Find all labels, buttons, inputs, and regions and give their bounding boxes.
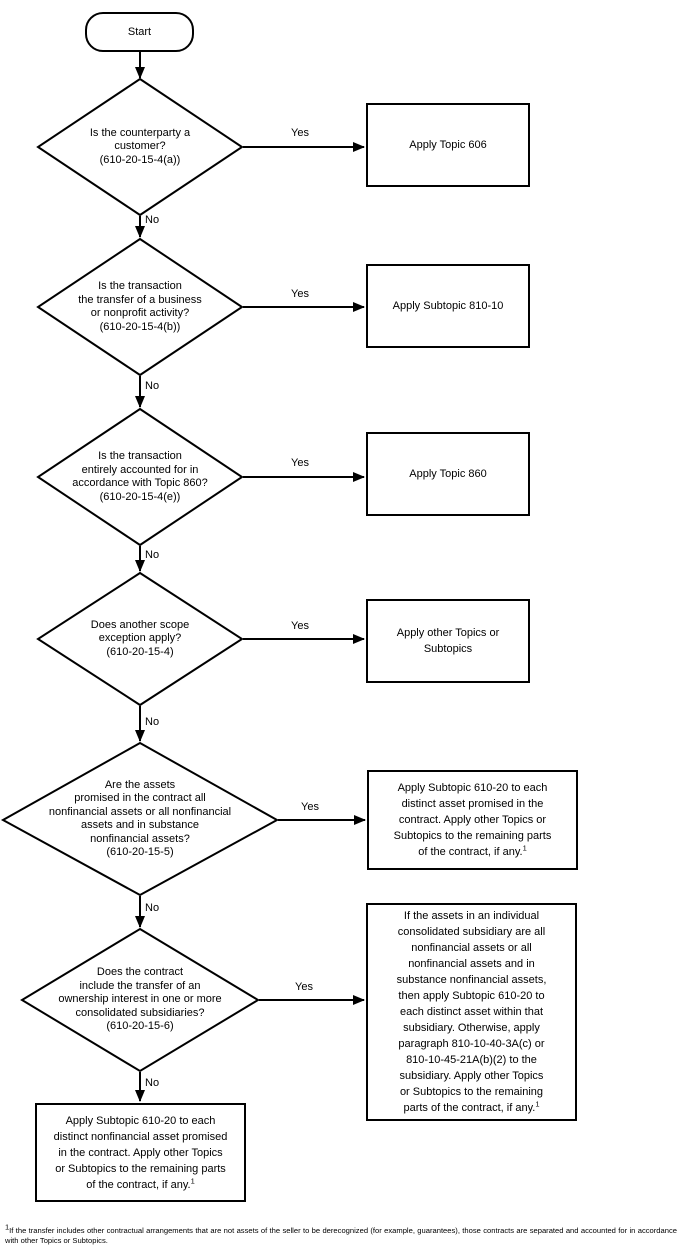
yes-label-6: Yes (295, 981, 313, 993)
decision-5-diamond (0, 741, 280, 897)
decision-6-diamond (20, 927, 260, 1073)
decision-4-diamond (36, 571, 244, 707)
outcome-7-footnote-ref: 1 (190, 1175, 195, 1185)
outcome-6-box: If the assets in an individual consolida… (366, 903, 577, 1121)
decision-3-diamond (36, 407, 244, 547)
outcome-5-footnote-ref: 1 (522, 843, 527, 853)
outcome-2-box: Apply Subtopic 810-10 (366, 264, 530, 348)
no-label-5: No (145, 902, 160, 914)
outcome-5-content: Apply Subtopic 610-20 to each distinct a… (394, 780, 552, 860)
outcome-4-text: Apply other Topics or Subtopics (396, 627, 500, 655)
outcome-6-text: If the assets in an individual consolida… (396, 910, 547, 1114)
yes-label-3: Yes (291, 457, 309, 469)
footnote: 1If the transfer includes other contract… (5, 1223, 677, 1246)
yes-label-2: Yes (291, 288, 309, 300)
no-label-2: No (145, 380, 160, 392)
no-label-6: No (145, 1077, 160, 1089)
decision-2-diamond (36, 237, 244, 377)
outcome-6-footnote-ref: 1 (535, 1099, 540, 1109)
outcome-4-box: Apply other Topics or Subtopics (366, 599, 530, 683)
outcome-1-box: Apply Topic 606 (366, 103, 530, 187)
decision-1-diamond (36, 77, 244, 217)
outcome-7-text: Apply Subtopic 610-20 to each distinct n… (53, 1114, 228, 1191)
no-label-3: No (145, 549, 160, 561)
start-terminator: Start (85, 12, 194, 52)
outcome-2-text: Apply Subtopic 810-10 (392, 300, 504, 312)
outcome-3-box: Apply Topic 860 (366, 432, 530, 516)
outcome-7-content: Apply Subtopic 610-20 to each distinct n… (54, 1113, 228, 1193)
no-label-4: No (145, 716, 160, 728)
outcome-1-text: Apply Topic 606 (409, 139, 487, 151)
yes-label-5: Yes (301, 801, 319, 813)
outcome-5-box: Apply Subtopic 610-20 to each distinct a… (367, 770, 578, 870)
footnote-ref: 1 (5, 1222, 10, 1232)
outcome-6-content: If the assets in an individual consolida… (397, 908, 547, 1116)
outcome-5-text: Apply Subtopic 610-20 to each distinct a… (393, 782, 552, 858)
start-label: Start (127, 26, 152, 38)
outcome-3-text: Apply Topic 860 (409, 468, 487, 480)
outcome-7-box: Apply Subtopic 610-20 to each distinct n… (35, 1103, 246, 1202)
yes-label-1: Yes (291, 127, 309, 139)
no-label-1: No (145, 214, 160, 226)
footnote-text: If the transfer includes other contractu… (5, 1226, 677, 1245)
yes-label-4: Yes (291, 620, 309, 632)
